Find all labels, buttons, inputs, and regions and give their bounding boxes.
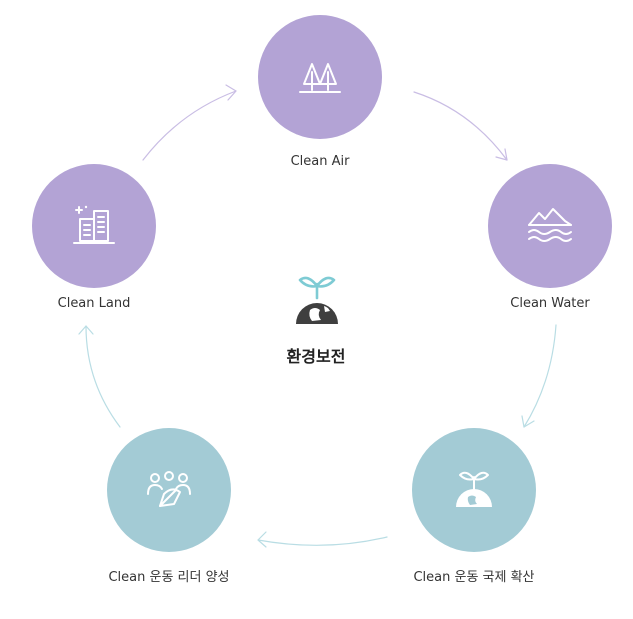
arrow-air-to-water — [413, 91, 508, 161]
sprout-globe-icon — [296, 276, 338, 324]
arrow-leader-to-land — [85, 325, 121, 428]
arrow-head-intl-to-leader — [257, 531, 267, 548]
node-clean-air — [258, 15, 382, 139]
trees-icon — [299, 63, 341, 93]
node-label-clean-land: Clean Land — [57, 296, 131, 311]
arrow-intl-to-leader — [257, 536, 388, 546]
node-clean-water — [488, 164, 612, 288]
arrow-head-land-to-air — [225, 84, 237, 101]
node-label-clean-leader: Clean 운동 리더 양성 — [108, 570, 230, 585]
sprout-globe-icon — [456, 471, 492, 507]
arrow-head-leader-to-land — [78, 325, 94, 335]
node-clean-intl — [412, 428, 536, 552]
arrow-land-to-air — [142, 90, 237, 161]
arrow-water-to-intl — [523, 324, 557, 428]
waves-icon — [528, 208, 572, 242]
arrow-head-water-to-intl — [521, 415, 535, 428]
node-label-clean-intl: Clean 운동 국제 확산 — [413, 570, 535, 585]
node-clean-leader — [107, 428, 231, 552]
people-leaf-icon — [147, 471, 191, 507]
node-label-clean-air: Clean Air — [290, 154, 350, 169]
arrow-head-air-to-water — [495, 148, 508, 161]
center-title: 환경보전 — [286, 347, 346, 366]
building-icon — [73, 205, 115, 244]
node-clean-land — [32, 164, 156, 288]
node-label-clean-water: Clean Water — [510, 296, 590, 311]
